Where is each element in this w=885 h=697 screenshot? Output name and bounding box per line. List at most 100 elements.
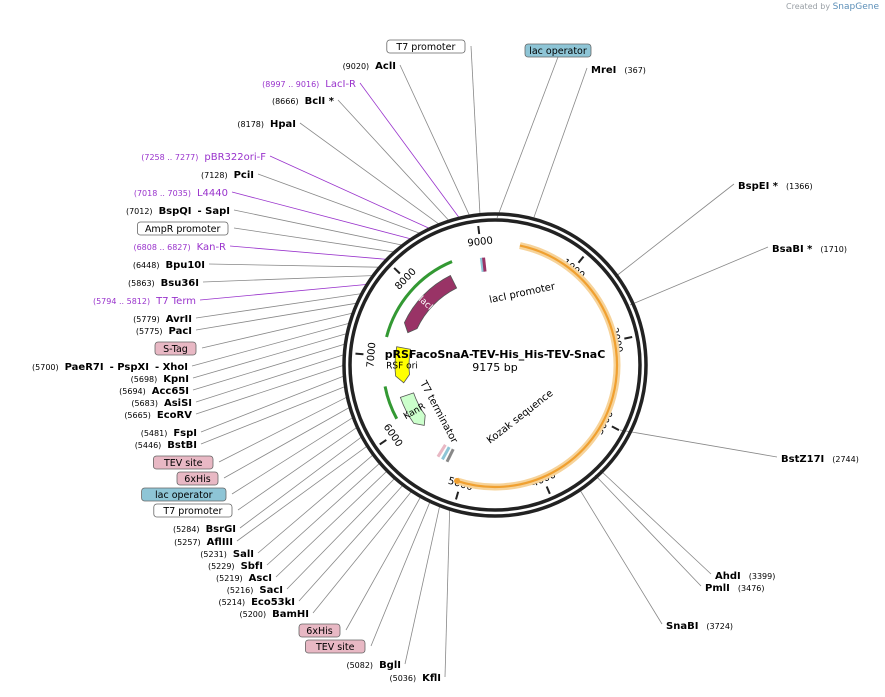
leader-line: [192, 333, 347, 379]
leader-line: [629, 246, 769, 306]
box-tev-site: [304, 639, 366, 654]
tick-mark: [355, 352, 364, 356]
enzyme-sali: (5231)SalI: [200, 549, 254, 560]
snapgene-watermark: Created by SnapGene: [786, 2, 879, 12]
leader-line: [257, 454, 373, 554]
box-label-s-tag: S-Tag: [163, 344, 188, 355]
enzyme-pcii: (7128)PciI: [201, 170, 254, 181]
leader-line: [200, 375, 344, 433]
enzyme-bsabi: BsaBI *(1710): [772, 244, 847, 255]
map-labels: MreI(367)BspEI *(1366)BsaBI *(1710)BstZ1…: [32, 39, 859, 684]
box-label-lac-operator: lac operator: [155, 490, 213, 501]
leader-line: [233, 227, 394, 253]
primer-t7-term: (5794 .. 5812)T7 Term: [93, 296, 196, 307]
leader-line: [359, 82, 460, 218]
box-label-6xhis: 6xHis: [184, 474, 210, 485]
box-6xhis: [176, 471, 219, 486]
primer-l4440: (7018 .. 7035)L4440: [134, 188, 228, 199]
enzyme-bspei: BspEI *(1366): [738, 181, 813, 192]
leader-line: [195, 293, 361, 319]
enzyme-ahdi: AhdI(3399): [715, 571, 775, 582]
box-6xhis: [298, 623, 341, 638]
tick-mark: [577, 255, 585, 264]
box-label-tev-site: TEV site: [163, 458, 203, 469]
lac-operator-label-top: lac operator: [529, 46, 587, 57]
promoter-arrow: [385, 260, 453, 338]
leader-line: [532, 67, 588, 221]
enzyme-afliii: (5257)AflIII: [174, 537, 233, 548]
tick-mark: [611, 425, 620, 431]
box-ampr-promoter: [136, 221, 229, 236]
tick-mark: [455, 491, 460, 500]
feature-label-laci-promoter: lacI promoter: [488, 281, 557, 306]
feature-kanr: [399, 392, 426, 426]
orf-arrowhead: [454, 477, 461, 484]
box-t7-promoter: [153, 503, 233, 518]
leader-line: [299, 122, 439, 225]
enzyme-bstbi: (5446)BstBI: [135, 440, 197, 451]
enzyme-acli: (9020)AclI: [343, 61, 396, 72]
box-tev-site: [152, 455, 214, 470]
enzyme-ecorv: (5665)EcoRV: [124, 410, 192, 421]
tick-label: 9000: [467, 235, 494, 249]
leader-line: [236, 446, 367, 542]
feature-marker: [445, 448, 455, 463]
leader-line: [201, 312, 353, 349]
leader-line: [195, 365, 344, 415]
enzyme-pmli: PmlI(3476): [705, 583, 765, 594]
leader-line: [257, 173, 420, 234]
enzyme-bspqi: (7012)BspQI- SapI: [126, 206, 230, 217]
enzyme-asci: (5219)AscI: [216, 573, 272, 584]
box-t7-promoter: [386, 39, 466, 54]
primer-pbr322ori-f: (7258 .. 7277)pBR322ori-F: [141, 152, 266, 163]
tick-mark: [379, 439, 387, 446]
leader-line: [298, 485, 403, 602]
enzyme-saci: (5216)SacI: [227, 585, 283, 596]
enzyme-hpai: (8178)HpaI: [237, 119, 296, 130]
lac-operator-box-top: [524, 43, 592, 58]
feature-marker: [479, 257, 485, 272]
feature-marker: [482, 257, 487, 272]
leader-line: [195, 354, 344, 403]
leader-line: [229, 245, 386, 260]
leader-line: [218, 396, 347, 463]
leader-line: [337, 99, 449, 221]
enzyme-bstz17i: BstZ17I(2744): [781, 454, 859, 465]
watermark-prefix: Created by: [786, 2, 831, 11]
box-label-tev-site: TEV site: [315, 642, 355, 653]
leader-line: [619, 429, 778, 458]
enzyme-bsrgi: (5284)BsrGI: [173, 524, 236, 535]
tick-mark: [393, 267, 401, 275]
enzyme-bgli: (5082)BglI: [346, 660, 401, 671]
enzyme-bamhi: (5200)BamHI: [240, 609, 310, 620]
tick-mark: [624, 336, 633, 340]
enzyme-paer7i: (5700)PaeR7I- PspXI- XhoI: [32, 362, 188, 373]
primer-laci-r: (8997 .. 9016)LacI-R: [262, 79, 356, 90]
enzyme-sbfi: (5229)SbfI: [208, 561, 263, 572]
leader-line: [496, 56, 559, 219]
plasmid-name: pRSFacoSnaA-TEV-His_His-TEV-SnaC: [385, 348, 606, 361]
leader-line: [345, 497, 421, 631]
plasmid-backbone: [342, 212, 648, 518]
leader-line: [275, 471, 387, 578]
primer-kan-r: (6808 .. 6827)Kan-R: [133, 242, 226, 253]
leader-line: [192, 343, 345, 391]
enzyme-eco53ki: (5214)Eco53kI: [218, 597, 295, 608]
feature-laci: [403, 274, 458, 334]
promoter-arrow: [383, 386, 399, 420]
box-label-t7-promoter: T7 promoter: [395, 42, 455, 53]
feature-marker: [436, 444, 447, 458]
enzyme-bsu36i: (5863)Bsu36I: [128, 278, 199, 289]
tick-mark: [545, 486, 551, 495]
leader-line: [470, 45, 481, 214]
enzyme-avrii: (5779)AvrII: [133, 314, 192, 325]
backbone-outer-ring: [342, 212, 648, 518]
leader-line: [269, 155, 429, 229]
box-s-tag: [154, 341, 197, 356]
backbone-inner-ring: [348, 218, 642, 512]
orf-arc: [456, 244, 619, 489]
leader-line: [191, 322, 349, 367]
feature-label-kozak: Kozak sequence: [485, 388, 555, 446]
enzyme-snabi: SnaBI(3724): [666, 621, 733, 632]
